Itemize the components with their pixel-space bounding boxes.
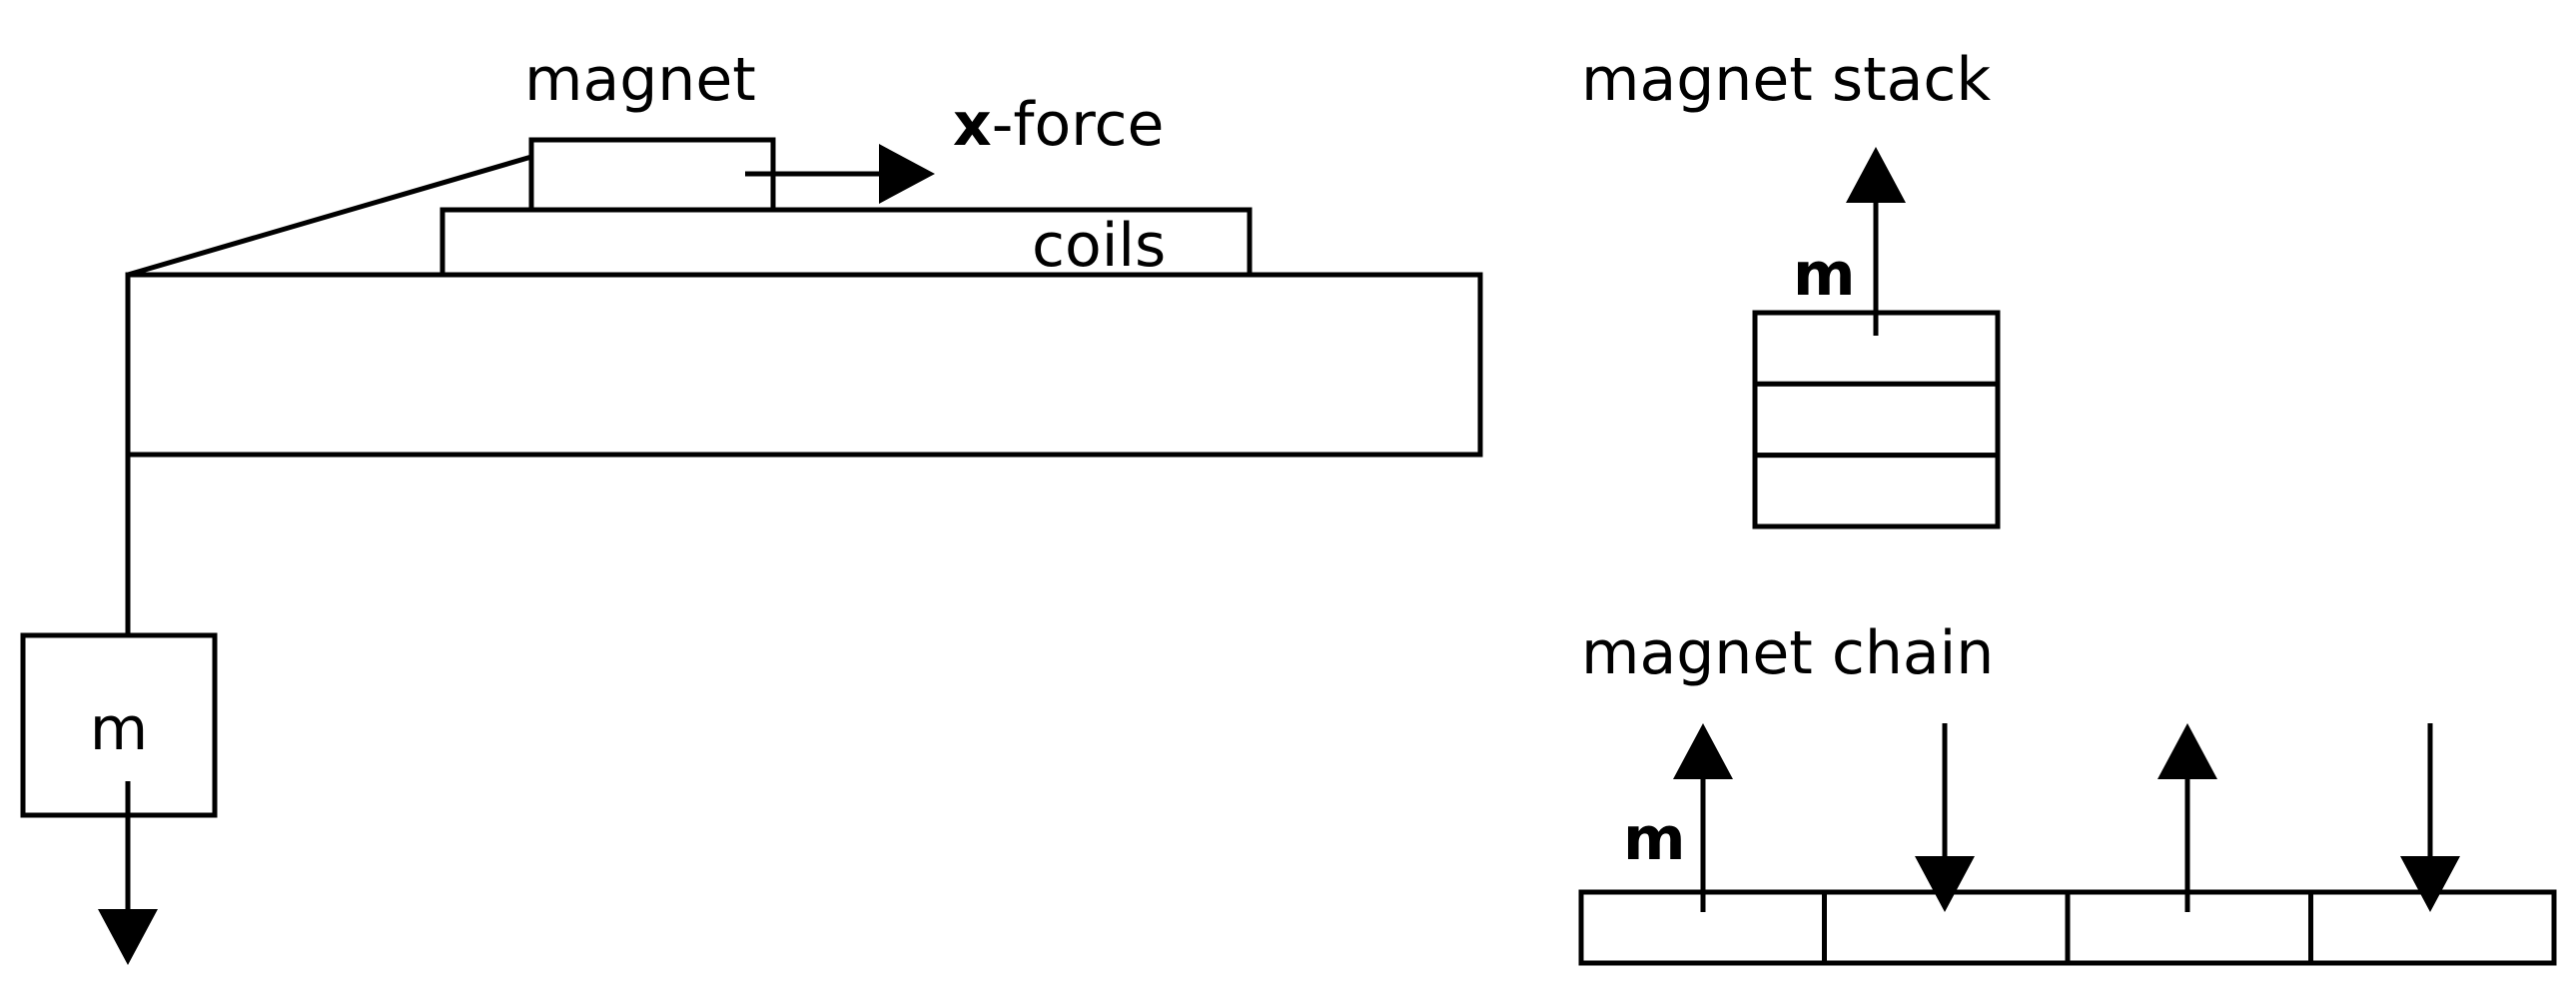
x-force-arrow-head [879,144,935,204]
stack-arrow-head [1846,147,1906,203]
chain-segments [1578,889,2557,966]
x-force-label: x-force [953,90,1164,160]
x-force-bold: x [953,90,992,160]
chain-arrow-up-head [2157,723,2217,779]
magnet-stack-title: magnet stack [1581,45,1991,115]
magnet-chain: magnet chain m [1578,618,2557,966]
magnet-block [528,137,776,213]
base-platform [125,272,1483,458]
magnet-label: magnet [524,45,756,115]
chain-arrow-down-head [1915,856,1975,912]
chain-arrows [1673,723,2460,912]
chain-arrow-up-head [1673,723,1733,779]
balance-apparatus: magnet x-force coils m [20,45,1483,965]
x-force-rest: -force [992,90,1165,160]
magnet-chain-title: magnet chain [1581,618,1994,688]
chain-m-label: m [1623,804,1686,874]
mass-box [20,632,218,818]
coils-label: coils [1032,211,1166,281]
mass-label: m [90,694,148,764]
mass-arrow-head [98,909,158,965]
stack-segments [1752,310,2001,529]
magnet-stack: magnet stack m [1581,45,2001,529]
stack-segment [1752,453,2001,529]
stack-segment [1752,381,2001,459]
stack-m-label: m [1793,240,1856,310]
tether-line [127,154,532,278]
chain-arrow-down-head [2400,856,2460,912]
coils-block [439,207,1253,278]
